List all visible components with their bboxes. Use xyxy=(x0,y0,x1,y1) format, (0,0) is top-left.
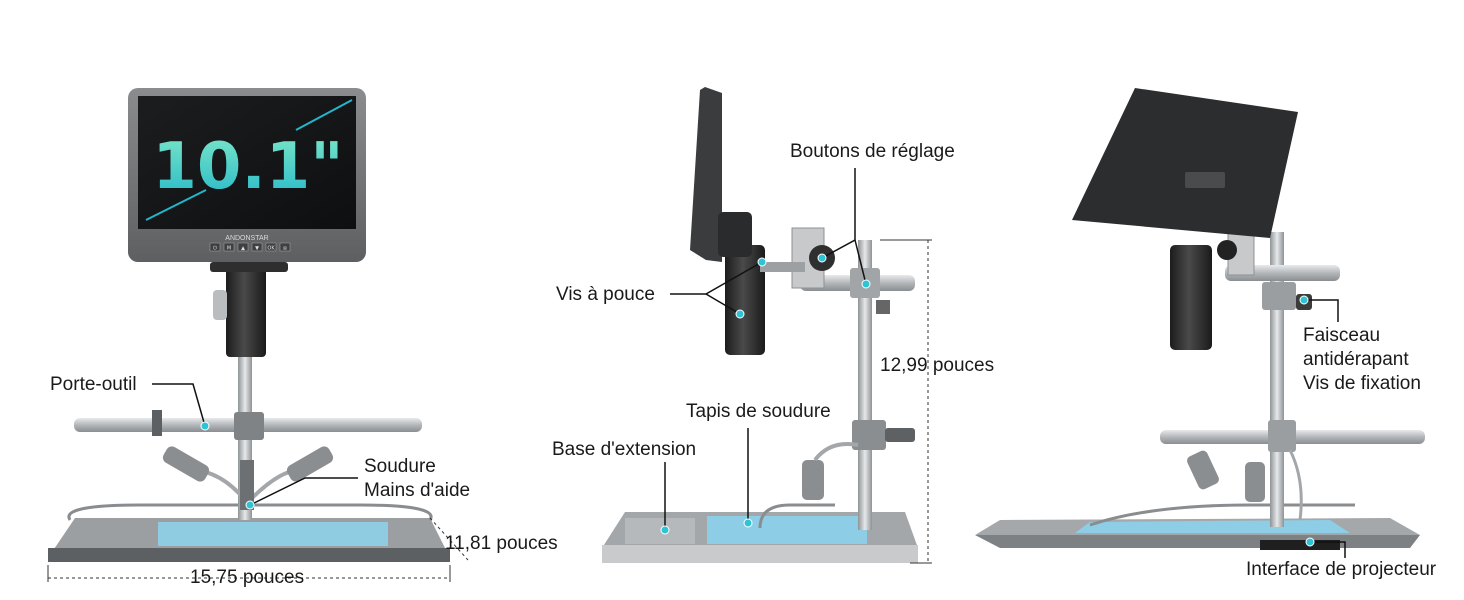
monitor-buttons: ⏻ M ▲ ▼ OK ◎ xyxy=(209,242,291,252)
label-solder-line1: Soudure xyxy=(364,456,436,477)
screen-size-text: 10.1" xyxy=(152,130,343,204)
monitor-button[interactable] xyxy=(209,242,221,252)
front-solder-mat xyxy=(158,522,388,546)
front-view: 10.1" ANDONSTAR ⏻ M ▲ ▼ OK ◎ xyxy=(47,88,469,582)
front-base-edge xyxy=(48,548,450,562)
side-camera xyxy=(725,245,765,355)
label-height: 12,99 pouces xyxy=(880,355,995,376)
label-thumb-screw: Vis à pouce xyxy=(556,284,655,305)
label-anti-slip-line2: antidérapant xyxy=(1303,349,1409,370)
label-adjust-buttons: Boutons de réglage xyxy=(790,141,955,162)
callout-dot xyxy=(861,279,871,289)
front-lamp-right xyxy=(286,446,334,482)
side-base-edge xyxy=(602,545,918,563)
side-extension-base xyxy=(625,518,695,544)
callout-dot xyxy=(1305,537,1315,547)
callout-dot xyxy=(817,253,827,263)
monitor-button[interactable] xyxy=(237,242,249,252)
back-projector-interface xyxy=(1260,540,1340,550)
callout-dot xyxy=(757,257,767,267)
brand-text: ANDONSTAR xyxy=(225,235,268,242)
callout-dot xyxy=(245,500,255,510)
label-anti-slip-line1: Faisceau xyxy=(1303,325,1381,346)
callout-dot xyxy=(743,518,753,528)
label-extension-base: Base d'extension xyxy=(552,439,697,460)
monitor-button-label: OK xyxy=(267,246,275,252)
label-tool-holder: Porte-outil xyxy=(50,374,137,395)
label-anti-slip-line3: Vis de fixation xyxy=(1303,373,1421,394)
monitor-button[interactable] xyxy=(279,242,291,252)
front-camera xyxy=(226,265,266,357)
label-solder-line2: Mains d'aide xyxy=(364,480,471,501)
callout-dot xyxy=(735,309,745,319)
monitor-button[interactable] xyxy=(223,242,235,252)
label-projector-interface: Interface de projecteur xyxy=(1246,559,1437,580)
callout-dot xyxy=(660,525,670,535)
label-solder-mat: Tapis de soudure xyxy=(686,401,831,422)
monitor-button-label: ▲ xyxy=(241,246,245,252)
front-lamp-left xyxy=(162,446,210,482)
monitor-button-label: ⏻ xyxy=(213,246,217,252)
back-camera xyxy=(1170,245,1212,350)
back-monitor xyxy=(1072,88,1298,238)
side-solder-mat xyxy=(707,516,867,544)
callout-dot xyxy=(1299,295,1309,305)
monitor-button-label: ◎ xyxy=(283,246,288,252)
side-view xyxy=(602,87,932,564)
front-clamp xyxy=(234,412,264,440)
monitor-button[interactable] xyxy=(251,242,263,252)
monitor-button-label: ▼ xyxy=(255,246,259,252)
back-solder-mat xyxy=(1075,520,1350,533)
monitor-button-label: M xyxy=(227,246,231,252)
side-pole xyxy=(858,240,872,530)
callout-dot xyxy=(200,421,210,431)
side-monitor xyxy=(690,87,722,262)
label-width: 15,75 pouces xyxy=(190,567,305,588)
back-view xyxy=(975,88,1425,558)
monitor-button[interactable] xyxy=(265,242,277,252)
label-depth: 11,81 pouces xyxy=(445,533,558,554)
